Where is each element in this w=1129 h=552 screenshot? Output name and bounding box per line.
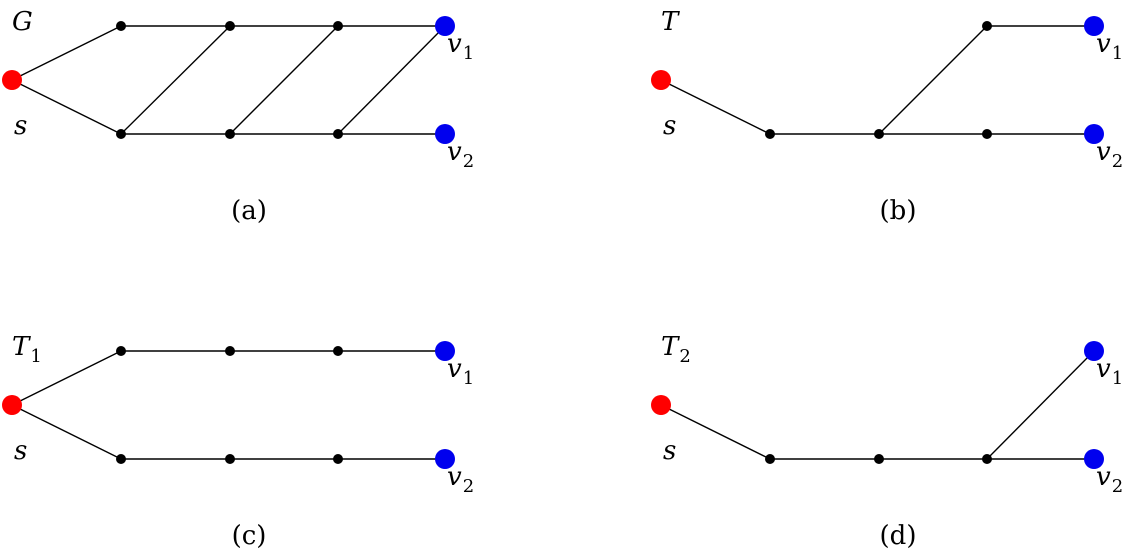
node-label-d-v1-subscript: 1	[1112, 368, 1123, 389]
graph-label-b-main: T	[661, 7, 680, 37]
node-label-c-v2-subscript: 2	[463, 476, 474, 497]
node-a-b2	[225, 129, 235, 139]
graph-label-a-main: G	[12, 7, 33, 37]
node-label-b-v1-main: v	[1096, 29, 1111, 59]
node-d-v1	[1084, 341, 1104, 361]
graph-label-d-main: T	[661, 332, 680, 362]
node-a-s	[2, 70, 22, 90]
node-label-b-v1: v1	[1096, 29, 1123, 64]
node-label-d-s: s	[663, 436, 676, 466]
node-a-b3	[333, 129, 343, 139]
graph-label-d: T2	[661, 332, 691, 367]
node-d-s	[651, 395, 671, 415]
node-label-d-v2-subscript: 2	[1112, 476, 1123, 497]
node-label-c-v2: v2	[447, 462, 474, 497]
node-d-b1	[765, 454, 775, 464]
graph-label-a: G	[12, 7, 33, 37]
edge-c-s-t1	[11, 350, 122, 406]
node-c-t2	[225, 346, 235, 356]
node-label-b-v1-subscript: 1	[1112, 43, 1123, 64]
node-label-a-v2-main: v	[447, 137, 462, 167]
edge-c-s-b1	[11, 404, 122, 460]
edge-a-s-t1	[11, 25, 122, 81]
caption-c: (c)	[232, 521, 267, 551]
edge-d-s-b1	[660, 404, 771, 460]
node-label-c-v1-subscript: 1	[463, 368, 474, 389]
edge-d-b3-v1	[986, 350, 1095, 460]
node-c-t1	[116, 346, 126, 356]
node-c-b3	[333, 454, 343, 464]
edge-a-s-b1	[11, 79, 122, 135]
node-a-v1	[435, 16, 455, 36]
node-c-v1	[435, 341, 455, 361]
edge-a-b2-t3	[229, 25, 339, 135]
caption-a: (a)	[231, 196, 267, 226]
node-a-t3	[333, 21, 343, 31]
node-label-b-s-main: s	[663, 111, 676, 141]
node-d-b3	[982, 454, 992, 464]
node-b-b2	[874, 129, 884, 139]
node-a-b1	[116, 129, 126, 139]
node-c-s	[2, 395, 22, 415]
edge-b-b2-t3	[878, 25, 988, 135]
node-label-a-v2-subscript: 2	[463, 151, 474, 172]
node-b-s	[651, 70, 671, 90]
node-b-b1	[765, 129, 775, 139]
node-c-t3	[333, 346, 343, 356]
node-label-b-s: s	[663, 111, 676, 141]
edge-b-s-b1	[660, 79, 771, 135]
node-label-d-v1-main: v	[1096, 354, 1111, 384]
node-label-d-v1: v1	[1096, 354, 1123, 389]
node-b-b3	[982, 129, 992, 139]
node-label-a-v1: v1	[447, 29, 474, 64]
node-a-t2	[225, 21, 235, 31]
node-label-a-v1-subscript: 1	[463, 43, 474, 64]
node-label-c-v1-main: v	[447, 354, 462, 384]
node-label-d-s-main: s	[663, 436, 676, 466]
node-label-c-s: s	[14, 436, 27, 466]
node-label-a-s: s	[14, 111, 27, 141]
node-label-a-s-main: s	[14, 111, 27, 141]
caption-d: (d)	[880, 521, 917, 551]
node-label-a-v1-main: v	[447, 29, 462, 59]
node-label-c-v2-main: v	[447, 462, 462, 492]
node-label-d-v2-main: v	[1096, 462, 1111, 492]
node-c-b2	[225, 454, 235, 464]
node-b-v1	[1084, 16, 1104, 36]
edge-a-b1-t2	[120, 25, 231, 135]
graph-label-c-main: T	[12, 332, 31, 362]
node-label-c-v1: v1	[447, 354, 474, 389]
node-b-t3	[982, 21, 992, 31]
node-label-c-s-main: s	[14, 436, 27, 466]
node-a-v2	[435, 124, 455, 144]
node-label-b-v2: v2	[1096, 137, 1123, 172]
node-b-v2	[1084, 124, 1104, 144]
graph-label-c-subscript: 1	[30, 346, 41, 367]
graph-label-c: T1	[12, 332, 42, 367]
node-d-b2	[874, 454, 884, 464]
caption-b: (b)	[880, 196, 917, 226]
node-a-t1	[116, 21, 126, 31]
node-d-v2	[1084, 449, 1104, 469]
node-c-v2	[435, 449, 455, 469]
node-label-b-v2-main: v	[1096, 137, 1111, 167]
node-label-b-v2-subscript: 2	[1112, 151, 1123, 172]
node-label-a-v2: v2	[447, 137, 474, 172]
node-c-b1	[116, 454, 126, 464]
graph-label-d-subscript: 2	[679, 346, 690, 367]
graph-label-b: T	[661, 7, 680, 37]
node-label-d-v2: v2	[1096, 462, 1123, 497]
edge-a-b3-v1	[337, 25, 446, 135]
